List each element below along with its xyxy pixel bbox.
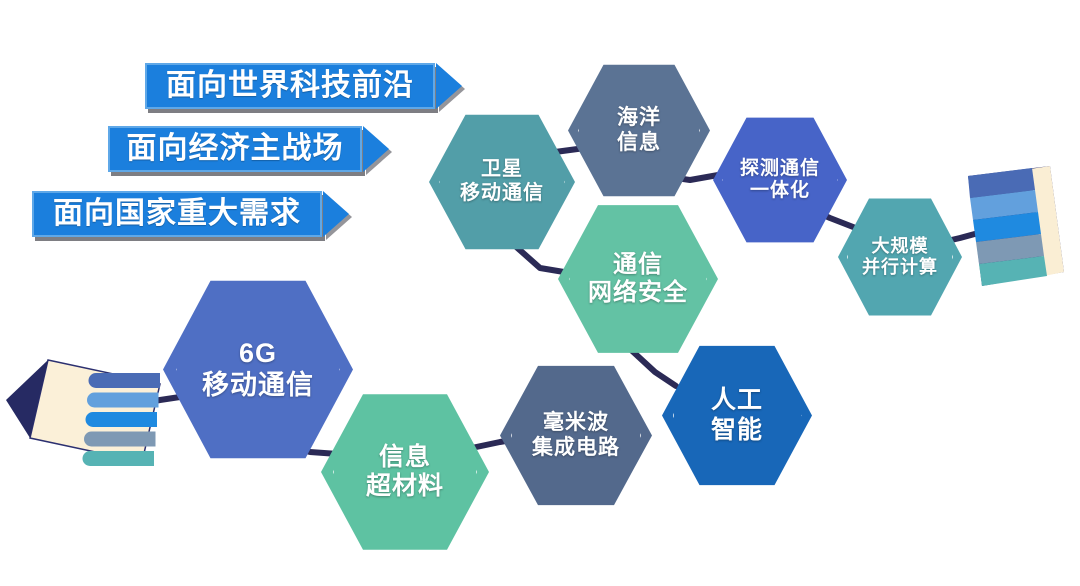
hex-ai-label: 人工 智能 — [710, 386, 763, 444]
hex-ocean[interactable]: 海洋 信息 — [568, 64, 710, 197]
banner-frontier[interactable]: 面向世界科技前沿 — [145, 63, 462, 109]
banner-frontier-body: 面向世界科技前沿 — [145, 63, 435, 109]
pencil-stripe-2 — [87, 392, 159, 408]
banner-frontier-label: 面向世界科技前沿 — [166, 69, 414, 102]
hex-satellite-label: 卫星 移动通信 — [460, 158, 544, 204]
hex-mmwave-label: 毫米波 集成电路 — [532, 410, 620, 459]
banner-economy-body: 面向经济主战场 — [108, 126, 362, 172]
hex-ai[interactable]: 人工 智能 — [662, 345, 812, 486]
hex-parallel-label: 大规模 并行计算 — [862, 235, 938, 277]
hex-satellite[interactable]: 卫星 移动通信 — [429, 114, 575, 250]
hex-netsec-label: 通信 网络安全 — [588, 250, 688, 306]
banner-economy[interactable]: 面向经济主战场 — [108, 126, 389, 172]
hex-detection-label: 探测通信 一体化 — [739, 157, 820, 201]
pencil-stripe-1 — [88, 373, 160, 388]
hex-6g[interactable]: 6G 移动通信 — [163, 280, 353, 459]
banner-frontier-arrow-icon — [436, 63, 462, 109]
pencil-stripe-4 — [84, 431, 156, 447]
book-pages — [1030, 166, 1064, 276]
banner-economy-label: 面向经济主战场 — [126, 132, 344, 165]
book-band-4 — [976, 234, 1044, 264]
book-band-3 — [973, 212, 1041, 242]
banner-national[interactable]: 面向国家重大需求 — [32, 191, 349, 237]
banner-national-arrow-icon — [323, 191, 349, 237]
pencil-stripe-3 — [85, 412, 157, 427]
banner-national-body: 面向国家重大需求 — [32, 191, 322, 237]
pencil-stripe-5 — [82, 451, 154, 466]
hex-parallel[interactable]: 大规模 并行计算 — [838, 198, 962, 316]
hex-ocean-label: 海洋 信息 — [617, 105, 661, 154]
hex-material[interactable]: 信息 超材料 — [321, 394, 489, 550]
hex-6g-label: 6G 移动通信 — [202, 337, 314, 400]
book-band-2 — [970, 190, 1038, 220]
pencil-icon — [6, 359, 161, 466]
hex-mmwave[interactable]: 毫米波 集成电路 — [500, 365, 652, 506]
hex-netsec[interactable]: 通信 网络安全 — [558, 205, 718, 353]
hex-detection[interactable]: 探测通信 一体化 — [713, 117, 847, 243]
book-band-5 — [979, 256, 1047, 286]
banner-national-label: 面向国家重大需求 — [53, 197, 301, 230]
book-icon — [968, 166, 1064, 286]
hex-material-label: 信息 超材料 — [365, 442, 444, 501]
banner-economy-arrow-icon — [363, 126, 389, 172]
pencil-tip — [6, 360, 48, 438]
book-band-1 — [968, 168, 1035, 198]
